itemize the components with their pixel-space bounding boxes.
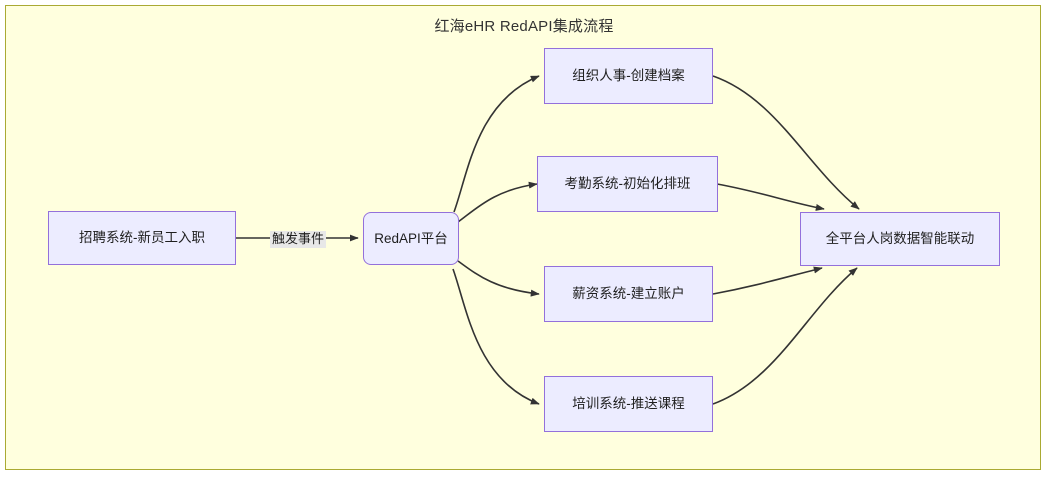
edge-attend-to-platform <box>716 183 825 211</box>
node-payroll-system[interactable]: 薪资系统-建立账户 <box>544 266 713 322</box>
node-platform-data-linkage-label: 全平台人岗数据智能联动 <box>825 231 975 247</box>
node-recruit-system[interactable]: 招聘系统-新员工入职 <box>48 211 236 265</box>
edge-payroll-to-platform <box>712 266 823 295</box>
edge-redapi-to-training <box>452 268 540 405</box>
node-redapi-platform[interactable]: RedAPI平台 <box>363 212 459 265</box>
diagram-canvas: 红海eHR RedAPI集成流程 触发事件 招聘系统-新员工入职 RedAPI <box>5 5 1041 470</box>
node-recruit-system-label: 招聘系统-新员工入职 <box>79 230 205 246</box>
node-org-personnel[interactable]: 组织人事-创建档案 <box>544 48 713 104</box>
edge-redapi-to-org <box>453 75 540 213</box>
node-attendance-system-label: 考勤系统-初始化排班 <box>564 176 691 192</box>
node-org-personnel-label: 组织人事-创建档案 <box>572 68 685 84</box>
edge-training-to-platform <box>712 267 858 405</box>
node-training-system[interactable]: 培训系统-推送课程 <box>544 376 713 432</box>
node-platform-data-linkage[interactable]: 全平台人岗数据智能联动 <box>800 212 1000 266</box>
edge-redapi-to-payroll <box>457 260 540 297</box>
edge-label-trigger-event: 触发事件 <box>270 231 327 248</box>
node-redapi-platform-label: RedAPI平台 <box>374 230 448 246</box>
edge-redapi-to-attend <box>457 181 538 223</box>
diagram-title: 红海eHR RedAPI集成流程 <box>434 18 614 35</box>
node-payroll-system-label: 薪资系统-建立账户 <box>572 286 685 302</box>
edge-org-to-platform <box>712 75 860 210</box>
node-training-system-label: 培训系统-推送课程 <box>572 396 685 412</box>
node-attendance-system[interactable]: 考勤系统-初始化排班 <box>537 156 718 212</box>
